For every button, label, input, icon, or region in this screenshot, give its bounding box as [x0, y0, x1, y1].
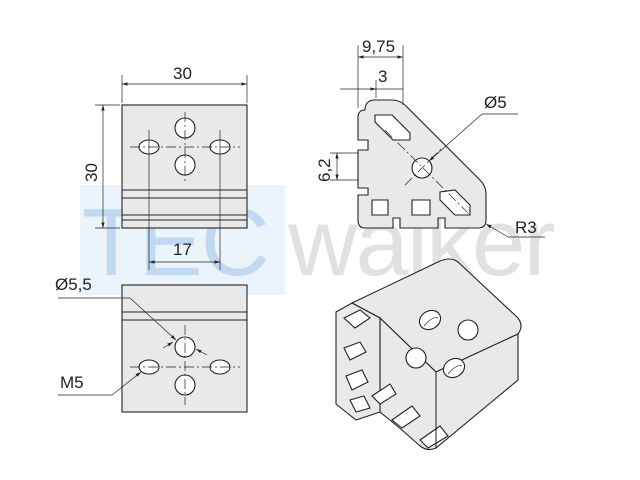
bottom-view: Ø5,5 M5 — [55, 275, 248, 413]
profile-view: 9,75 3 Ø5 6,2 R3 — [315, 37, 545, 238]
front-height-label: 30 — [82, 163, 101, 182]
profile-slot-label: 6,2 — [315, 158, 334, 182]
isometric-view — [335, 258, 522, 451]
iso-hole-round-right — [457, 319, 479, 341]
front-view: 30 30 17 — [82, 64, 248, 270]
profile-offset-label: 3 — [378, 67, 387, 86]
bottom-thread-label: M5 — [60, 373, 84, 392]
bottom-spacing-label: 17 — [173, 240, 192, 259]
iso-hole-round-left — [405, 347, 427, 369]
front-width-label: 30 — [173, 64, 192, 83]
iso-left-face — [335, 302, 381, 421]
profile-overall-label: 9,75 — [362, 37, 395, 56]
bottom-hole-label: Ø5,5 — [55, 275, 92, 294]
profile-radius-label: R3 — [515, 218, 537, 237]
profile-hole-leader — [428, 113, 483, 162]
profile-hole-label: Ø5 — [484, 93, 507, 112]
profile-radius-leader — [485, 223, 509, 238]
